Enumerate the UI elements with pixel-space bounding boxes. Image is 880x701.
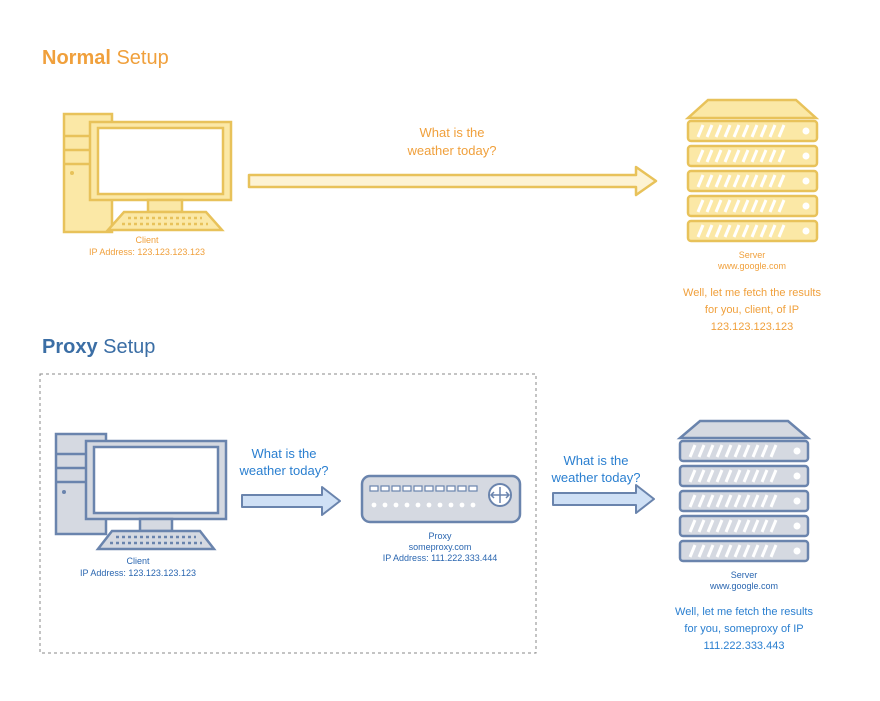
proxy-client-name: Client <box>126 556 150 566</box>
proxy-server-host: www.google.com <box>709 581 778 591</box>
proxy-port <box>402 485 412 492</box>
proxy-setup-title: Proxy Setup <box>42 336 155 358</box>
proxy-router-icon <box>360 474 522 524</box>
normal-question-line2: weather today? <box>407 143 497 158</box>
proxy-question2-line1: What is the <box>563 453 628 468</box>
proxy-client-computer-icon <box>54 432 228 551</box>
normal-answer-line2: for you, client, of IP <box>705 304 799 316</box>
proxy-answer-line3: 111.222.333.443 <box>704 640 785 652</box>
normal-request-arrow <box>247 165 658 197</box>
normal-server-icon <box>684 98 820 243</box>
proxy-led <box>393 502 399 508</box>
proxy-port <box>391 485 401 492</box>
normal-server-host: www.google.com <box>717 261 786 271</box>
proxy-led <box>448 502 454 508</box>
proxy-port <box>446 485 456 492</box>
proxy-question2-line2: weather today? <box>551 470 641 485</box>
normal-server-rack-unit <box>686 219 819 243</box>
proxy-port <box>468 485 478 492</box>
proxy-led <box>426 502 432 508</box>
proxy-host: someproxy.com <box>409 542 472 552</box>
normal-server-rack-unit <box>686 119 819 143</box>
proxy-question1-line1: What is the <box>251 446 316 461</box>
proxy-server-rack-unit <box>678 439 810 463</box>
normal-server-name: Server <box>739 250 766 260</box>
proxy-network-boundary <box>39 373 537 654</box>
proxy-server-rack-unit <box>678 539 810 563</box>
normal-client-name: Client <box>135 235 159 245</box>
normal-client-computer-icon <box>62 112 233 234</box>
proxy-answer-line1: Well, let me fetch the results <box>675 606 813 618</box>
normal-server-rack-unit <box>686 194 819 218</box>
proxy-server-icon <box>676 419 812 563</box>
client-to-proxy-arrow <box>241 486 341 516</box>
proxy-client-ip: IP Address: 123.123.123.123 <box>80 568 196 578</box>
proxy-name: Proxy <box>428 531 452 541</box>
proxy-led <box>404 502 410 508</box>
normal-server-rack-unit <box>686 144 819 168</box>
normal-answer-line3: 123.123.123.123 <box>711 321 794 333</box>
proxy-led <box>470 502 476 508</box>
proxy-question1-line2: weather today? <box>239 463 329 478</box>
proxy-led <box>382 502 388 508</box>
proxy-led <box>437 502 443 508</box>
proxy-port <box>457 485 467 492</box>
normal-setup-title: Normal Setup <box>42 47 169 69</box>
normal-client-ip: IP Address: 123.123.123.123 <box>89 247 205 257</box>
proxy-answer-line2: for you, someproxy of IP <box>684 623 803 635</box>
normal-server-rack-unit <box>686 169 819 193</box>
proxy-led <box>459 502 465 508</box>
proxy-port <box>369 485 379 492</box>
proxy-port <box>424 485 434 492</box>
proxy-server-name: Server <box>731 570 758 580</box>
proxy-to-server-arrow <box>552 484 655 514</box>
proxy-port <box>413 485 423 492</box>
proxy-server-rack-unit <box>678 514 810 538</box>
proxy-ip: IP Address: 111.222.333.444 <box>383 553 498 563</box>
normal-answer-line1: Well, let me fetch the results <box>683 287 821 299</box>
proxy-server-rack-unit <box>678 464 810 488</box>
proxy-port <box>380 485 390 492</box>
proxy-server-rack-unit <box>678 489 810 513</box>
proxy-led <box>415 502 421 508</box>
proxy-led <box>371 502 377 508</box>
proxy-port <box>435 485 445 492</box>
normal-question-line1: What is the <box>419 125 484 140</box>
